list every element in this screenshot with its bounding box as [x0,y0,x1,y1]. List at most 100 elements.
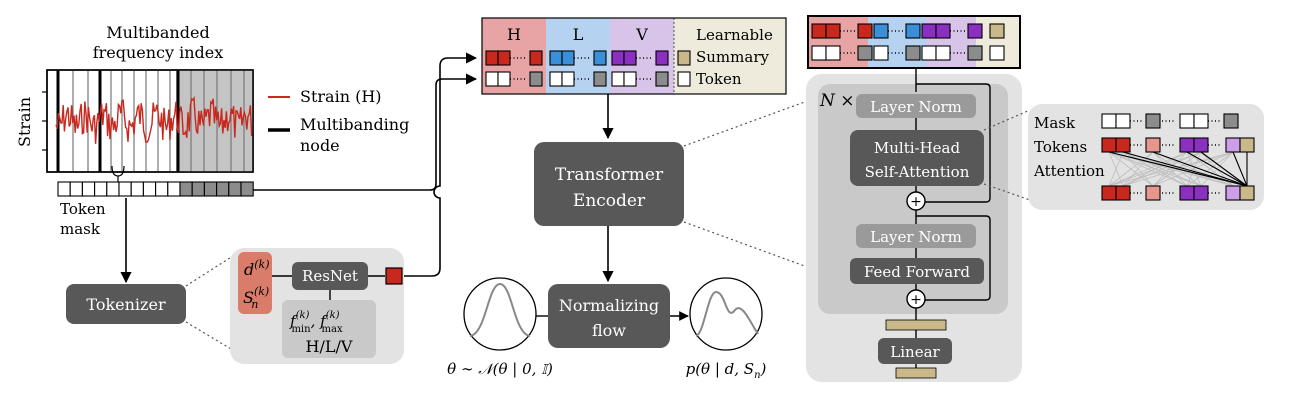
tokenizer-section: Tokenizer d(k) S(k)n ResNet f(k)min, f(k… [66,248,404,364]
table-token [529,50,543,66]
transformer-block-detail: N × Layer Norm Multi-Head Self-Attention… [806,15,1031,382]
top-token [921,45,937,61]
attn-token-cell [1193,137,1209,153]
transformer-encoder-box [534,142,684,226]
fmin-fmax-symbols: f(k)min, f(k)max [289,310,343,335]
v-header: V [635,25,648,44]
table-token [623,50,637,66]
summary-label-line1: Learnable [696,26,773,44]
table-token [623,71,637,87]
top-token [989,45,1005,61]
table-token [611,71,625,87]
legend-node-label-line1: Multibanding [300,115,409,134]
output-embedding-bar [895,367,937,379]
mask-cell [203,181,218,197]
table-token [593,71,607,87]
mhsa-box [850,130,984,186]
top-token [811,45,827,61]
flow-label-line1: Normalizing [559,296,659,315]
top-token [935,45,951,61]
token-mask-label-line2: mask [60,220,101,238]
conditioning-box [282,300,376,358]
connector-lines [120,52,478,284]
attn-mask-cell [1193,113,1209,129]
mask-cell [142,181,157,197]
residual-add-2 [906,289,926,309]
resnet-label: ResNet [302,267,358,285]
n-times-label: N × [819,91,855,111]
table-token [611,50,625,66]
attn-output-cell [1193,185,1209,201]
signal-panel: Multibanded frequency index Strain Strai… [15,23,409,238]
top-token-cells [811,23,1005,61]
summary-embedding-bar [885,319,947,331]
encoder-label-line1: Transformer [555,165,664,185]
summary-label-line3: Token [696,70,742,88]
resnet-box [292,262,368,290]
d-symbol: d(k) [244,258,270,279]
attn-token-cell [1101,137,1117,153]
band-label: H/L/V [306,337,353,356]
attention-edges [1108,151,1248,187]
top-token [967,23,983,39]
l-header: L [573,25,584,44]
table-token [497,50,511,66]
feed-forward-box [850,258,984,284]
legend-strain-label: Strain (H) [300,87,382,106]
token-mask-row [57,181,254,197]
mask-cell [167,181,181,197]
table-token [561,50,575,66]
posterior-circle [689,277,763,351]
legend-node-label-line2: node [300,136,340,155]
table-token [655,50,669,66]
attention-panel: Mask Tokens Attention [1028,104,1264,210]
top-token [905,45,921,61]
token-table: H L V Learnable Summary Token [481,17,787,95]
layer-norm-2-box [856,224,976,248]
mask-label: Mask [1034,114,1076,132]
prior-density-curve [469,282,531,337]
attention-label: Attention [1033,162,1105,180]
signal-title-line2: frequency index [93,43,224,62]
token-mask-label-line1: Token [60,200,106,218]
posterior-density-curve [695,290,759,337]
attn-token-cell [1115,137,1131,153]
mhsa-label-line1: Multi-Head [874,139,961,157]
table-token [485,50,499,66]
attention-token-cells [1101,113,1255,201]
strain-axis-label: Strain [15,97,34,147]
svg-text:+: + [910,292,922,308]
multiband-node-lines [56,70,245,172]
top-token [967,45,983,61]
top-token [811,23,827,39]
top-token [825,23,841,39]
posterior-label: p(θ | d, Sn) [686,360,767,381]
top-token [905,23,921,39]
table-token [677,50,691,66]
residual-add-1 [906,191,926,211]
signal-title-line1: Multibanded [106,23,209,42]
summary-column [674,18,786,94]
table-token [561,71,575,87]
top-token [873,45,889,61]
tokenizer-label: Tokenizer [86,295,166,314]
encoder-flow-section: Transformer Encoder Normalizing flow θ ∼… [447,94,811,381]
tokenizer-box [66,284,186,324]
attn-output-cell [1239,185,1255,201]
attn-mask-cell [1179,113,1195,129]
table-token [549,71,563,87]
normalizing-flow-box [548,284,670,348]
table-token [655,71,669,87]
attn-output-cell [1145,185,1161,201]
top-token [935,23,951,39]
layer-norm-2-label: Layer Norm [870,228,962,246]
tokens-label: Tokens [1034,138,1087,156]
top-token [857,23,873,39]
h-header: H [507,25,521,44]
table-token [549,50,563,66]
mask-cell [228,181,242,197]
linear-label: Linear [890,343,940,361]
sn-symbol: S(k)n [243,285,269,311]
strain-waveform [55,95,253,144]
